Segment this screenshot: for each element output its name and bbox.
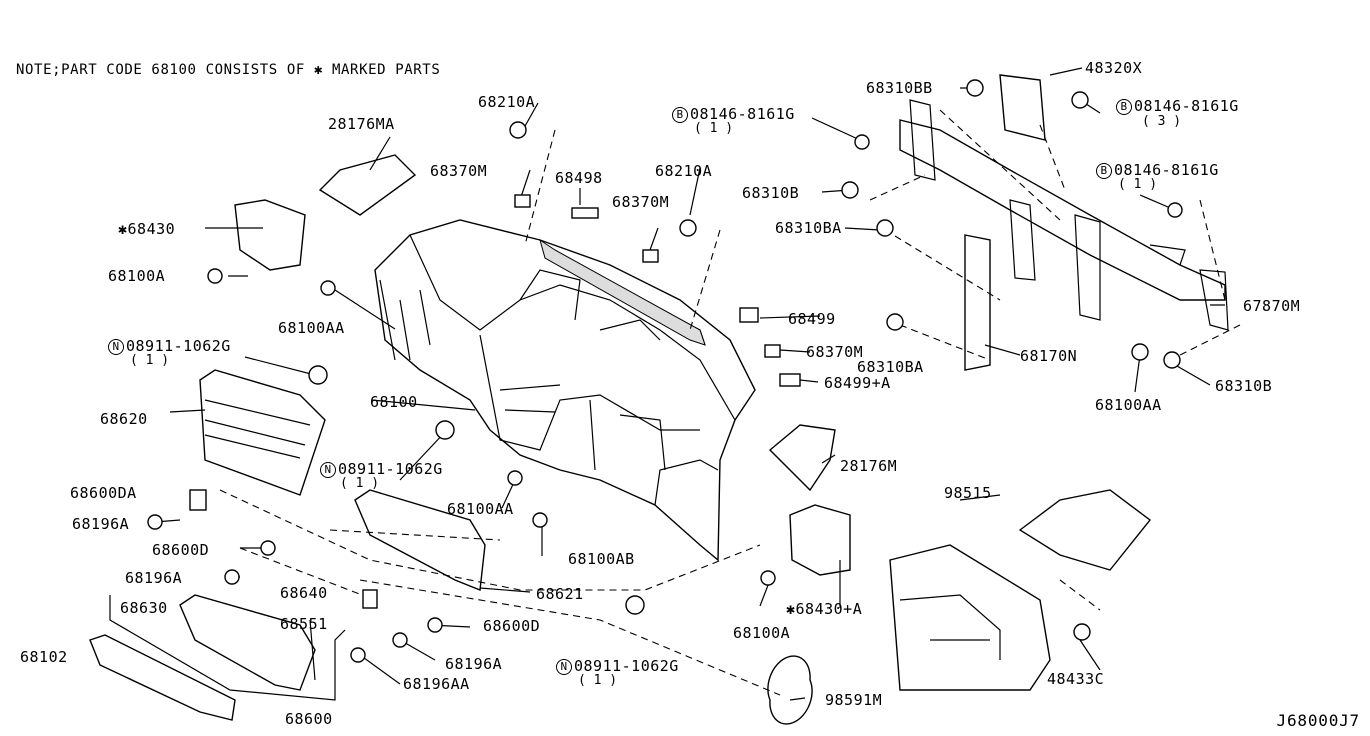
part-label: 68100AB bbox=[568, 550, 635, 568]
part-number: 08911-1062G bbox=[574, 657, 679, 675]
quantity-label: ( 1 ) bbox=[694, 121, 734, 136]
part-label: 68100A bbox=[108, 267, 166, 285]
part-label: 68640 bbox=[280, 584, 328, 602]
diagram-note: NOTE;PART CODE 68100 CONSISTS OF ✱ MARKE… bbox=[16, 62, 441, 78]
lower-cover bbox=[89, 634, 236, 721]
part-label: 68196A bbox=[125, 569, 183, 587]
part-label: 48320X bbox=[1085, 59, 1143, 77]
part-label: 68600DA bbox=[70, 484, 137, 502]
n-symbol: N bbox=[108, 339, 124, 355]
part-label: 68621 bbox=[536, 585, 584, 603]
part-label: 68210A bbox=[655, 162, 713, 180]
quantity-label: ( 1 ) bbox=[130, 353, 170, 368]
dash-inset-48433C bbox=[889, 544, 1051, 691]
part-label: ✱68430 bbox=[118, 220, 176, 238]
part-label: 68310BA bbox=[857, 358, 924, 376]
vent-28176M bbox=[768, 424, 836, 492]
part-label: 68196AA bbox=[403, 675, 470, 693]
part-label: 98515 bbox=[944, 484, 992, 502]
part-number: 08911-1062G bbox=[126, 337, 231, 355]
part-label: ✱68430+A bbox=[786, 600, 863, 618]
airbag-label-98591M bbox=[767, 655, 813, 725]
part-label: 68600 bbox=[285, 710, 333, 728]
part-label: 68210A bbox=[478, 93, 536, 111]
quantity-label: ( 1 ) bbox=[1118, 177, 1158, 192]
part-label: 68370M bbox=[430, 162, 488, 180]
part-label: 68100AA bbox=[1095, 396, 1162, 414]
airbag-module-68430 bbox=[234, 199, 306, 271]
part-label: 68100AA bbox=[447, 500, 514, 518]
part-label: 68100AA bbox=[278, 319, 345, 337]
b-symbol: B bbox=[1116, 99, 1132, 115]
part-number: 08146-8161G bbox=[1114, 161, 1219, 179]
part-label: 68370M bbox=[612, 193, 670, 211]
part-label: 48433C bbox=[1047, 670, 1105, 688]
part-label: 68310BB bbox=[866, 79, 933, 97]
quantity-label: ( 3 ) bbox=[1142, 114, 1182, 129]
part-number: 08146-8161G bbox=[1134, 97, 1239, 115]
n-symbol: N bbox=[320, 462, 336, 478]
part-number: 08146-8161G bbox=[690, 105, 795, 123]
quantity-label: ( 1 ) bbox=[340, 476, 380, 491]
b-symbol: B bbox=[1096, 163, 1112, 179]
n-symbol: N bbox=[556, 659, 572, 675]
instrument-panel bbox=[374, 219, 756, 562]
b-symbol: B bbox=[672, 107, 688, 123]
part-label: 68196A bbox=[72, 515, 130, 533]
part-number: 08911-1062G bbox=[338, 460, 443, 478]
part-label: 68600D bbox=[152, 541, 210, 559]
fasteners bbox=[147, 79, 1183, 663]
part-label: 98591M bbox=[825, 691, 883, 709]
part-label: 28176M bbox=[840, 457, 898, 475]
steering-member bbox=[899, 74, 1229, 371]
part-label: 68499+A bbox=[824, 374, 891, 392]
part-label: 68310B bbox=[1215, 377, 1273, 395]
part-label: 68170N bbox=[1020, 347, 1078, 365]
airbag-module-68430A bbox=[789, 504, 851, 576]
part-label: 68310BA bbox=[775, 219, 842, 237]
part-label: 68100 bbox=[370, 393, 418, 411]
part-label: 68100A bbox=[733, 624, 791, 642]
part-label: 68102 bbox=[20, 648, 68, 666]
diagram-code: J68000J7 bbox=[1276, 711, 1360, 730]
part-label: 68196A bbox=[445, 655, 503, 673]
quantity-label: ( 1 ) bbox=[578, 673, 618, 688]
glove-box-lid bbox=[199, 369, 326, 496]
part-label: 68310B bbox=[742, 184, 800, 202]
part-label: 68499 bbox=[788, 310, 836, 328]
glove-box-assembly bbox=[179, 594, 316, 691]
part-label: 68600D bbox=[483, 617, 541, 635]
part-label: 67870M bbox=[1243, 297, 1301, 315]
glove-box bbox=[354, 489, 486, 591]
part-label: 68630 bbox=[120, 599, 168, 617]
part-label: 68551 bbox=[280, 615, 328, 633]
airbag-cover-98515 bbox=[1018, 489, 1151, 571]
part-label: 28176MA bbox=[328, 115, 395, 133]
part-label: 68620 bbox=[100, 410, 148, 428]
part-label: 68498 bbox=[555, 169, 603, 187]
part-label: 68370M bbox=[806, 343, 864, 361]
vent-28176MA bbox=[318, 154, 417, 216]
